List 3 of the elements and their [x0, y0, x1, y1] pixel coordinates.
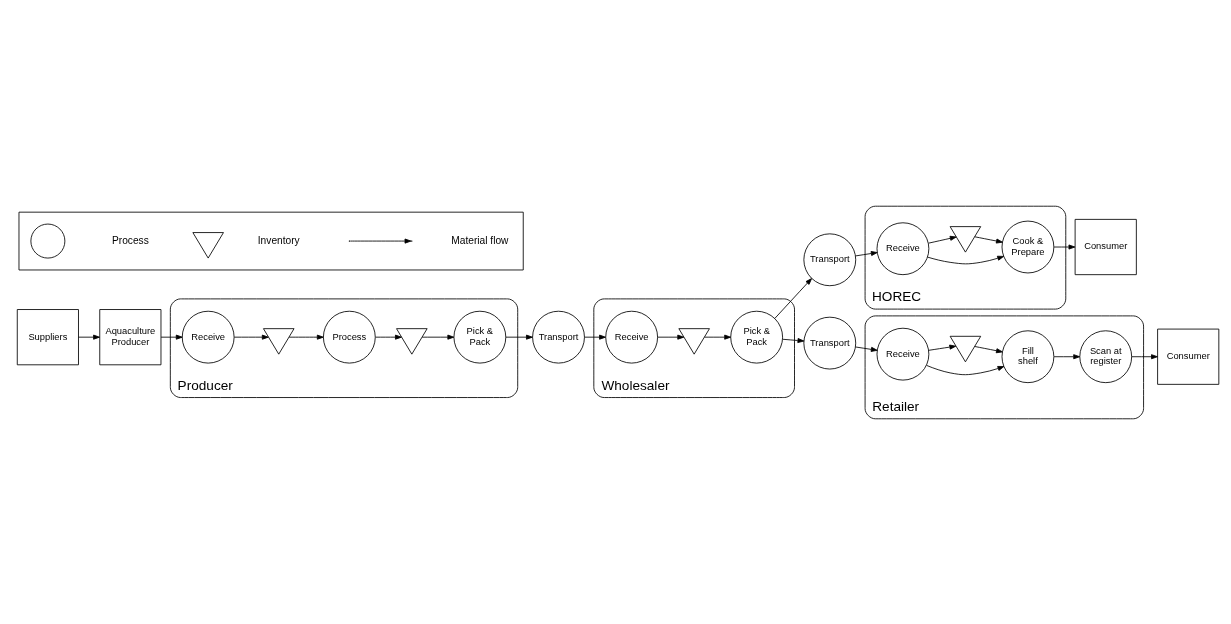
legend-label: Process — [111, 234, 149, 246]
legend-label: Inventory — [257, 234, 300, 246]
legend-label: Material flow — [451, 234, 509, 246]
